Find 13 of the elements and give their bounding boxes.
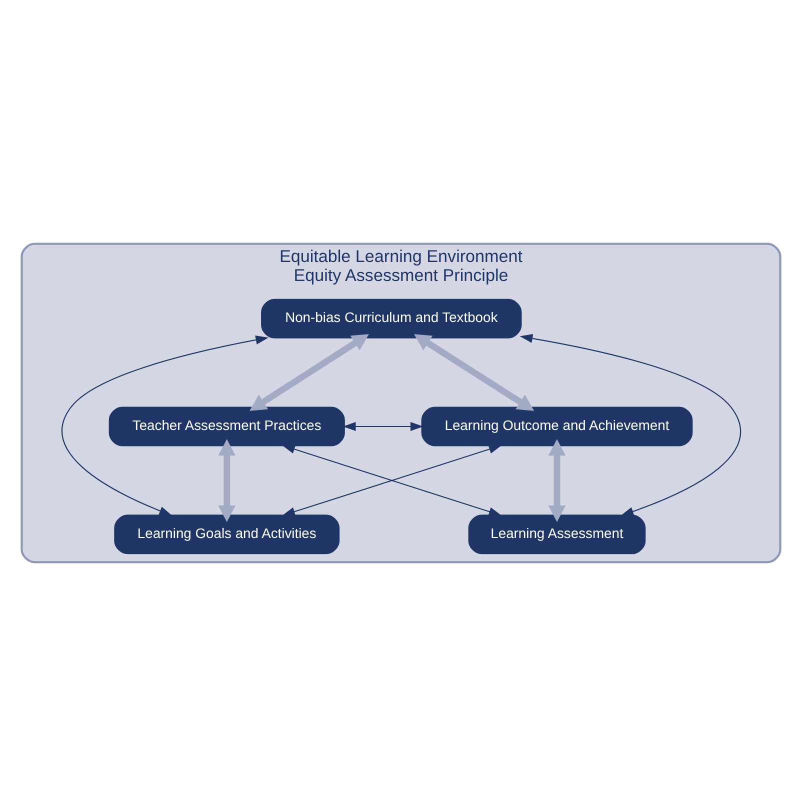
- arrow: [414, 334, 534, 410]
- arrow: [342, 422, 424, 430]
- arrow: [520, 334, 741, 516]
- arrow: [282, 444, 502, 516]
- node-box: Learning Assessment: [468, 514, 646, 554]
- arrow: [62, 335, 269, 516]
- node-box: Non-bias Curriculum and Textbook: [261, 298, 522, 338]
- arrow: [218, 438, 236, 522]
- arrow: [548, 438, 566, 522]
- node-box: Teacher Assessment Practices: [108, 406, 345, 446]
- node-box: Learning Outcome and Achievement: [421, 406, 693, 446]
- node-box: Learning Goals and Activities: [114, 514, 340, 554]
- arrow: [250, 334, 369, 410]
